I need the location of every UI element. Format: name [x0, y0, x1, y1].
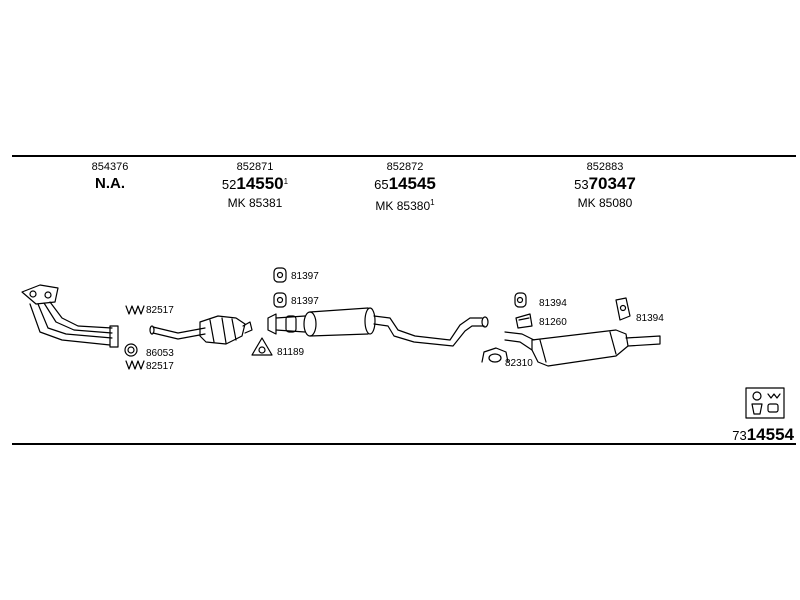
part-code: 852883: [586, 161, 624, 173]
bottom-divider: [12, 443, 796, 445]
kit-number: 7314554: [732, 425, 794, 444]
part-ref: 86053: [146, 348, 174, 359]
part-number: 5370347: [574, 174, 636, 193]
part-ref: 81260: [539, 317, 567, 328]
clamp-icon: [125, 305, 145, 315]
hanger-icon: [273, 267, 287, 283]
rear-silencer: [504, 329, 661, 367]
mounting-kit-number: MK 85381: [227, 196, 283, 210]
gasket-icon: [251, 337, 273, 356]
part-ref: 82517: [146, 361, 174, 372]
part-number: 6514545: [374, 174, 436, 193]
part-ref: 81189: [277, 347, 305, 358]
column-downpipe: 854376 N.A.: [70, 160, 150, 194]
gasket-icon: [124, 343, 138, 357]
hanger-icon: [615, 297, 631, 321]
hanger-icon: [273, 292, 287, 308]
mounting-kit-number: MK 85080: [577, 196, 633, 210]
mounting-kit-number: MK 853801: [375, 198, 435, 213]
hanger-icon: [514, 292, 527, 308]
hanger-icon: [515, 313, 533, 329]
top-divider: [12, 155, 796, 157]
part-ref: 82310: [505, 358, 533, 369]
column-catalyst: 852871 52145501 MK 85381: [205, 160, 305, 211]
part-ref: 81394: [539, 298, 567, 309]
part-code: 852871: [236, 161, 274, 173]
part-code: 854376: [91, 161, 129, 173]
part-ref: 82517: [146, 305, 174, 316]
part-ref: 81394: [636, 313, 664, 324]
part-ref: 81397: [291, 296, 319, 307]
clamp-icon: [481, 347, 509, 363]
front-downpipe: [21, 284, 119, 348]
middle-silencer: [267, 307, 489, 347]
status-label: N.A.: [95, 175, 125, 192]
mounting-kit-icon: [745, 387, 785, 419]
catalyst-pipe: [149, 315, 253, 345]
column-rear-silencer: 852883 5370347 MK 85080: [555, 160, 655, 211]
column-middle-silencer: 852872 6514545 MK 853801: [355, 160, 455, 214]
part-code: 852872: [386, 161, 424, 173]
part-ref: 81397: [291, 271, 319, 282]
clamp-icon: [125, 360, 145, 370]
part-number: 52145501: [221, 174, 289, 193]
